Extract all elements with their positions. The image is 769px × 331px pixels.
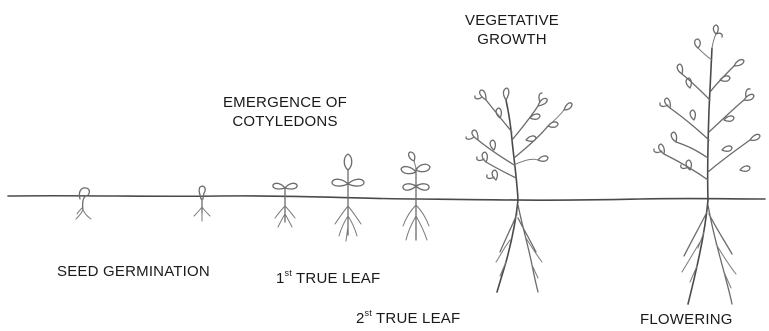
cotyledon-seedling-sketch (273, 183, 297, 227)
flowering-label: FLOWERING (640, 310, 733, 329)
emergence-of-cotyledons-label: EMERGENCE OF COTYLEDONS (200, 93, 370, 131)
vegetative-label-line2: GROWTH (452, 30, 572, 49)
second-true-leaf-suffix: st (365, 308, 372, 318)
vegetative-growth-label: VEGETATIVE GROWTH (452, 11, 572, 49)
soil-line (8, 196, 765, 200)
second-true-leaf-label: 2st TRUE LEAF (356, 309, 460, 328)
first-true-leaf-suffix: st (285, 268, 292, 278)
emergence-label-line1: EMERGENCE OF (200, 93, 370, 112)
first-true-leaf-text: TRUE LEAF (292, 270, 380, 287)
early-seedling-sketch (194, 186, 210, 221)
first-true-leaf-label: 1st TRUE LEAF (276, 269, 380, 288)
emergence-label-line2: COTYLEDONS (200, 112, 370, 131)
seed-germination-label: SEED GERMINATION (57, 262, 210, 281)
flowering-plant-sketch (654, 25, 760, 304)
vegetative-plant-sketch (466, 88, 572, 292)
second-true-leaf-text: TRUE LEAF (372, 310, 460, 327)
second-true-leaf-sketch (401, 152, 430, 240)
seed-germination-sketch (76, 188, 91, 219)
second-true-leaf-ordinal: 2 (356, 310, 365, 327)
vegetative-label-line1: VEGETATIVE (452, 11, 572, 30)
first-true-leaf-ordinal: 1 (276, 270, 285, 287)
